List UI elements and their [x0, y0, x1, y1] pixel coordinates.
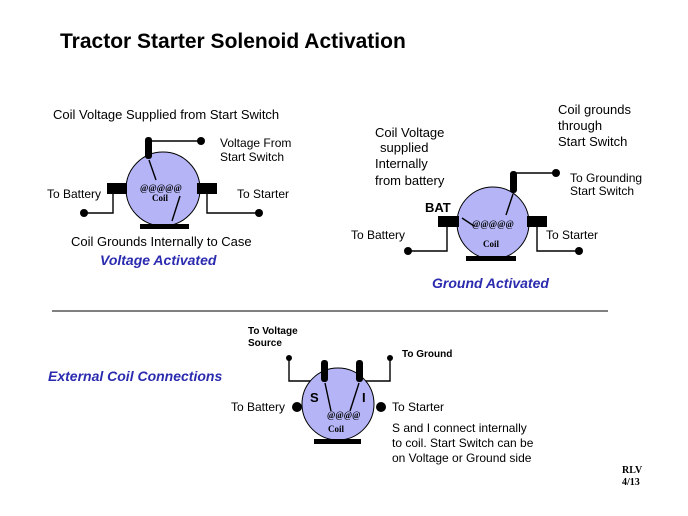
voltage-source-wire-end — [286, 355, 292, 361]
coil-label: Coil — [483, 239, 500, 249]
note-line3: on Voltage or Ground side — [392, 451, 532, 465]
i-terminal-stud — [356, 360, 363, 382]
voltage-source-label-line1: To Voltage — [248, 326, 298, 337]
voltage-activated-label: Voltage Activated — [100, 252, 217, 268]
starter-terminal — [197, 183, 217, 194]
coil-lead — [505, 193, 514, 216]
battery-terminal — [292, 402, 302, 412]
bat-terminal — [438, 216, 459, 227]
coil-turns: @@@@@ — [140, 183, 182, 193]
s-coil-lead — [324, 382, 332, 412]
battery-label: To Battery — [47, 187, 101, 201]
coil-bat-lead — [461, 217, 475, 227]
page-title: Tractor Starter Solenoid Activation — [60, 30, 406, 53]
note-line2: to coil. Start Switch can be — [392, 436, 534, 450]
grounding-switch-label-line2: Start Switch — [570, 184, 634, 198]
ground-activated-solenoid: Coil Voltage supplied Internally from ba… — [351, 102, 642, 291]
grounding-switch-label-line1: To Grounding — [570, 171, 642, 185]
coil-turns: @@@@ — [327, 410, 361, 420]
coil-lead — [148, 159, 157, 181]
i-coil-lead — [349, 382, 360, 412]
ground-wire-end — [387, 355, 393, 361]
battery-wire-end — [404, 247, 412, 255]
supply-label-line1: Coil Voltage — [375, 125, 444, 140]
coil-terminal-stud — [145, 137, 152, 159]
external-section-heading: External Coil Connections — [48, 368, 222, 384]
note-line1: S and I connect internally — [392, 421, 527, 435]
grounding-switch-wire-end — [552, 169, 560, 177]
i-terminal-label: I — [362, 390, 366, 405]
grounds-label-line3: Start Switch — [558, 134, 627, 149]
supply-label-line4: from battery — [375, 173, 445, 188]
coil-ground-lead — [171, 195, 181, 222]
grounding-switch-wire — [513, 172, 553, 190]
voltage-from-label-line2: Start Switch — [220, 150, 284, 164]
coil-turns: @@@@@ — [472, 219, 514, 229]
starter-wire — [206, 194, 256, 214]
voltage-section-heading: Coil Voltage Supplied from Start Switch — [53, 107, 279, 122]
starter-wire-end — [575, 247, 583, 255]
s-terminal-label: S — [310, 390, 319, 405]
starter-wire — [536, 227, 576, 252]
external-coil-solenoid: External Coil Connections To Voltage Sou… — [48, 326, 534, 465]
voltage-from-label-line1: Voltage From — [220, 136, 291, 150]
battery-label: To Battery — [351, 228, 405, 242]
grounds-label-line1: Coil grounds — [558, 102, 631, 117]
starter-label: To Starter — [392, 400, 444, 414]
start-switch-wire-end — [197, 137, 205, 145]
voltage-activated-solenoid: Coil Voltage Supplied from Start Switch … — [47, 107, 291, 268]
starter-terminal — [527, 216, 547, 227]
bat-label: BAT — [425, 200, 451, 215]
starter-label: To Starter — [237, 187, 289, 201]
starter-label: To Starter — [546, 228, 598, 242]
voltage-source-label-line2: Source — [248, 338, 282, 349]
supply-label-line3: Internally — [375, 156, 428, 171]
ground-note: Coil Grounds Internally to Case — [71, 234, 252, 249]
s-terminal-stud — [321, 360, 328, 382]
ground-label: To Ground — [402, 349, 452, 360]
supply-label-line2: supplied — [380, 140, 428, 155]
mounting-base — [466, 256, 516, 261]
battery-wire-end — [80, 209, 88, 217]
mounting-base — [140, 224, 189, 229]
battery-label: To Battery — [231, 400, 285, 414]
battery-wire — [87, 194, 114, 214]
battery-wire — [411, 227, 448, 252]
starter-wire-end — [255, 209, 263, 217]
coil-label: Coil — [152, 193, 169, 203]
i-terminal-wire — [359, 360, 391, 382]
battery-terminal — [107, 183, 127, 194]
grounds-label-line2: through — [558, 118, 602, 133]
signature-initials: RLV — [622, 465, 643, 476]
starter-terminal — [376, 402, 386, 412]
coil-label: Coil — [328, 424, 345, 434]
coil-terminal-stud — [510, 171, 517, 193]
ground-activated-label: Ground Activated — [432, 275, 549, 291]
mounting-base — [314, 439, 361, 444]
signature-date: 4/13 — [622, 477, 640, 488]
